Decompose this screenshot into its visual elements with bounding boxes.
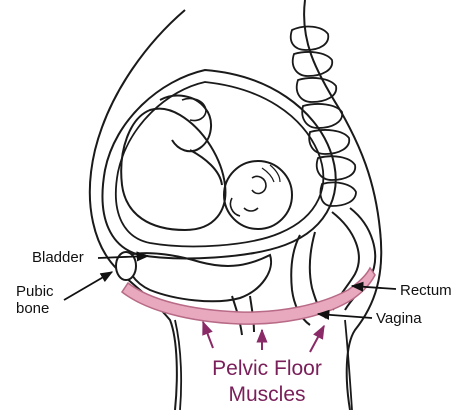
vagina-label: Vagina: [376, 311, 422, 327]
fetus-knee: [182, 98, 206, 120]
rectum-label: Rectum: [400, 283, 452, 299]
fetus-head: [224, 161, 292, 229]
pelvic-arrow-1: [203, 322, 213, 348]
fetus-ear: [252, 176, 266, 193]
fetus-body: [121, 109, 225, 230]
pelvic-floor-label-line1: Pelvic Floor: [167, 356, 367, 382]
pelvic-arrow-3: [310, 326, 324, 352]
pubic-bone-arrow: [64, 272, 112, 300]
bladder-label: Bladder: [32, 250, 84, 266]
pubic-bone-label-line2: bone: [16, 301, 49, 317]
fetus-limbs: [160, 96, 222, 185]
pubic-bone-label-line1: Pubic: [16, 284, 54, 300]
pelvic-floor-label-line2: Muscles: [167, 382, 367, 408]
fetus-face: [230, 198, 258, 216]
bladder-shape: [127, 253, 271, 301]
